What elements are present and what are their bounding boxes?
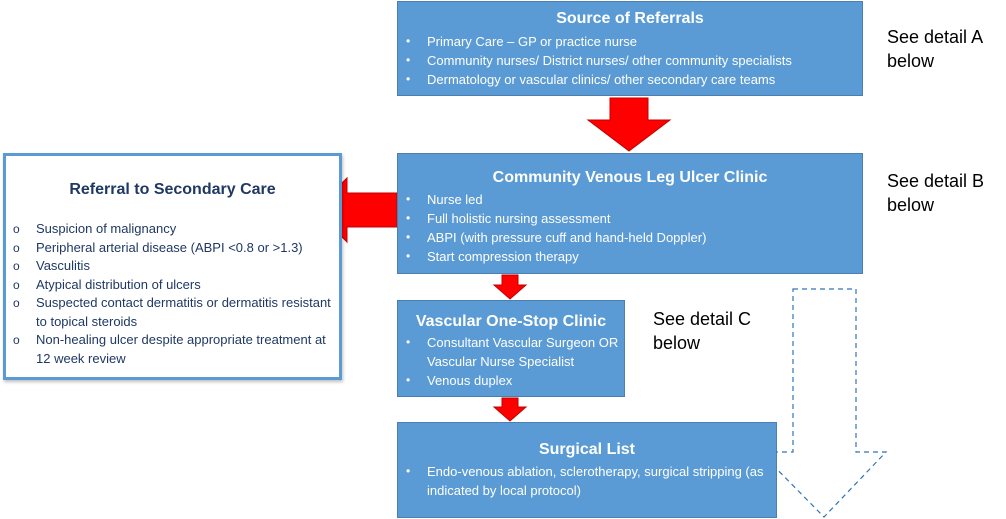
list-item: Peripheral arterial disease (ABPI <0.8 o… <box>6 239 339 258</box>
down-arrow-clinic-to-vascular <box>492 274 528 300</box>
list-item: Vasculitis <box>6 257 339 276</box>
note-detail-c: See detail C below <box>653 309 752 353</box>
clinic-list: Nurse led Full holistic nursing assessme… <box>398 190 862 266</box>
vascular-clinic-box: Vascular One-Stop Clinic Consultant Vasc… <box>397 300 625 397</box>
vascular-title: Vascular One-Stop Clinic <box>415 313 607 330</box>
secondary-care-box: Referral to Secondary Care Suspicion of … <box>3 153 342 380</box>
surgical-list: Endo-venous ablation, sclerotherapy, sur… <box>398 462 776 500</box>
dashed-down-arrow <box>758 288 888 518</box>
list-item: Primary Care – GP or practice nurse <box>398 32 862 51</box>
list-item: Nurse led <box>398 190 862 209</box>
list-item: Venous duplex <box>398 371 624 390</box>
source-title: Source of Referrals <box>556 10 704 27</box>
note-detail-b: See detail B below <box>887 171 985 215</box>
list-item: ABPI (with pressure cuff and hand-held D… <box>398 228 862 247</box>
note-detail-a: See detail A below <box>887 27 983 71</box>
community-clinic-box: Community Venous Leg Ulcer Clinic Nurse … <box>397 153 863 274</box>
down-arrow-vascular-to-surgical <box>492 397 528 422</box>
list-item: Dermatology or vascular clinics/ other s… <box>398 70 862 89</box>
list-item: Full holistic nursing assessment <box>398 209 862 228</box>
secondary-list: Suspicion of malignancy Peripheral arter… <box>6 220 339 368</box>
list-item: Consultant Vascular Surgeon OR Vascular … <box>398 333 624 371</box>
list-item: Suspicion of malignancy <box>6 220 339 239</box>
surgical-list-box: Surgical List Endo-venous ablation, scle… <box>397 422 777 518</box>
list-item: Community nurses/ District nurses/ other… <box>398 51 862 70</box>
vascular-list: Consultant Vascular Surgeon OR Vascular … <box>398 333 624 390</box>
list-item: Atypical distribution of ulcers <box>6 276 339 295</box>
source-of-referrals-box: Source of Referrals Primary Care – GP or… <box>397 1 863 96</box>
down-arrow-source-to-clinic <box>586 97 672 152</box>
clinic-title: Community Venous Leg Ulcer Clinic <box>492 169 768 186</box>
surgical-title: Surgical List <box>538 441 636 458</box>
secondary-title: Referral to Secondary Care <box>69 181 276 198</box>
list-item: Endo-venous ablation, sclerotherapy, sur… <box>398 462 776 500</box>
list-item: Suspected contact dermatitis or dermatit… <box>6 294 339 331</box>
source-list: Primary Care – GP or practice nurse Comm… <box>398 32 862 89</box>
list-item: Start compression therapy <box>398 247 862 266</box>
list-item: Non-healing ulcer despite appropriate tr… <box>6 331 339 368</box>
